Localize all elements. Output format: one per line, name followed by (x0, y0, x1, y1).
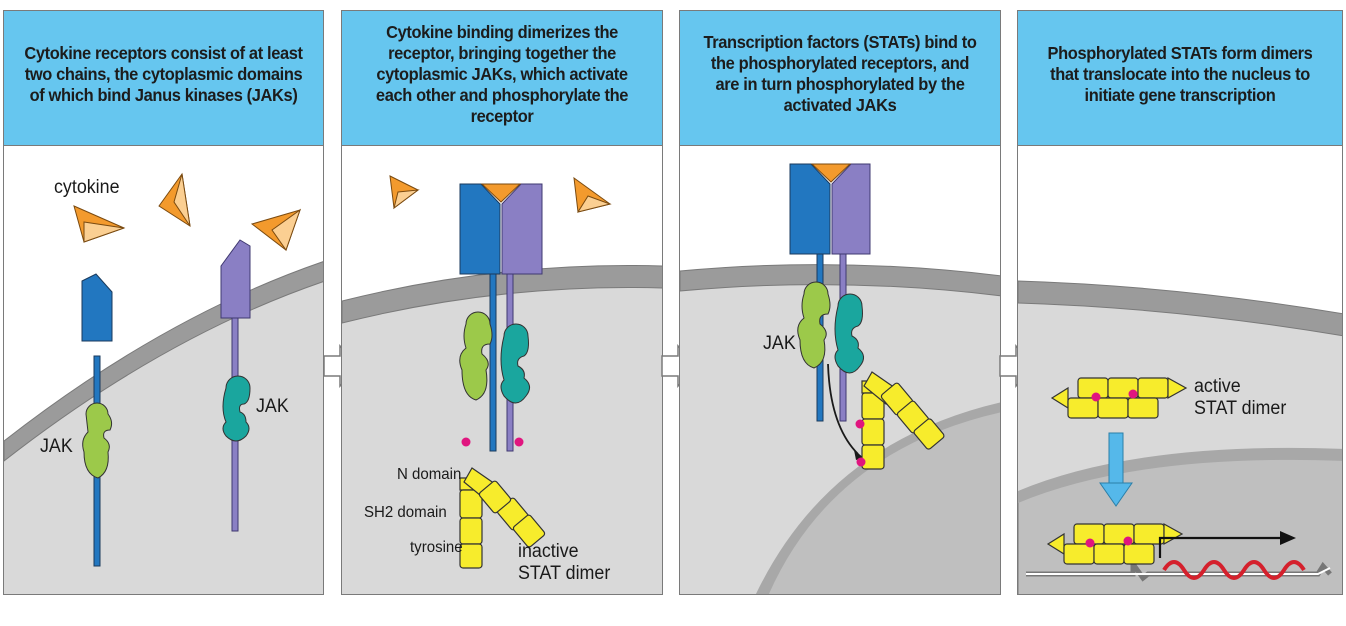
nuclear-envelope (1018, 447, 1342, 503)
jak-green (459, 311, 493, 401)
phosphate-site (461, 437, 471, 447)
phosphate-site (1123, 536, 1133, 546)
phosphate-site (1128, 389, 1138, 399)
jak-green (82, 402, 113, 479)
panel-3: Transcription factors (STATs) bind to th… (679, 10, 1001, 595)
plasma-membrane (1018, 280, 1342, 337)
tyrosine-label: tyrosine (410, 539, 463, 556)
panel-1-scene (4, 172, 323, 594)
cytoplasm-region (4, 266, 323, 594)
jak-label: JAK (40, 436, 73, 457)
cytokine-molecule (573, 176, 612, 213)
phosphate-site (514, 437, 524, 447)
phosphorylation-arrow (827, 363, 859, 455)
active-stat-dimer-label: active STAT dimer (1194, 376, 1287, 419)
cytokine-molecule (250, 208, 301, 252)
stat-dimer-on-dna (1046, 522, 1184, 565)
cytokine-molecule (389, 175, 420, 210)
panel-4-scene (1018, 280, 1342, 594)
panel-1: Cytokine receptors consist of at least t… (3, 10, 324, 595)
jak-label: JAK (763, 333, 796, 354)
nuclear-translocation-arrow (1099, 432, 1133, 507)
n-domain-label: N domain (397, 466, 462, 483)
jak-green (797, 281, 831, 369)
panel-2-scene (342, 175, 662, 594)
cytoplasm-region (342, 270, 662, 594)
inactive-stat-dimer-label: inactive STAT dimer (518, 541, 611, 584)
dna-strand (1026, 567, 1331, 575)
stat-dimer-bound (861, 371, 945, 470)
plasma-membrane (342, 264, 662, 324)
panel-4-header: Phosphorylated STATs form dimers that tr… (1018, 11, 1342, 146)
panel-2: Cytokine binding dimerizes the receptor,… (341, 10, 663, 595)
panel-2-header: Cytokine binding dimerizes the receptor,… (342, 11, 662, 146)
cytokine-molecule (158, 172, 191, 228)
jak-label: JAK (256, 396, 289, 417)
phosphate-site (1091, 392, 1101, 402)
jak-teal (222, 375, 251, 442)
sh2-domain-label: SH2 domain (364, 504, 447, 521)
phosphate-site (1085, 538, 1095, 548)
panel-3-header: Transcription factors (STATs) bind to th… (680, 11, 1000, 146)
panel-4: Phosphorylated STATs form dimers that tr… (1017, 10, 1343, 595)
dna-strand (1026, 556, 1332, 582)
cytokine-label: cytokine (54, 177, 120, 198)
jak-teal (834, 293, 864, 374)
cytokine-molecule (73, 205, 126, 243)
phosphate-site (855, 419, 865, 429)
panel-1-header: Cytokine receptors consist of at least t… (4, 11, 323, 146)
jak-teal (500, 323, 530, 404)
transcription-arrow (1158, 536, 1282, 558)
mrna-transcript (1162, 560, 1306, 580)
stat-dimer-inactive (459, 467, 546, 569)
phosphate-site (856, 457, 866, 467)
panel-3-scene (680, 163, 1000, 594)
